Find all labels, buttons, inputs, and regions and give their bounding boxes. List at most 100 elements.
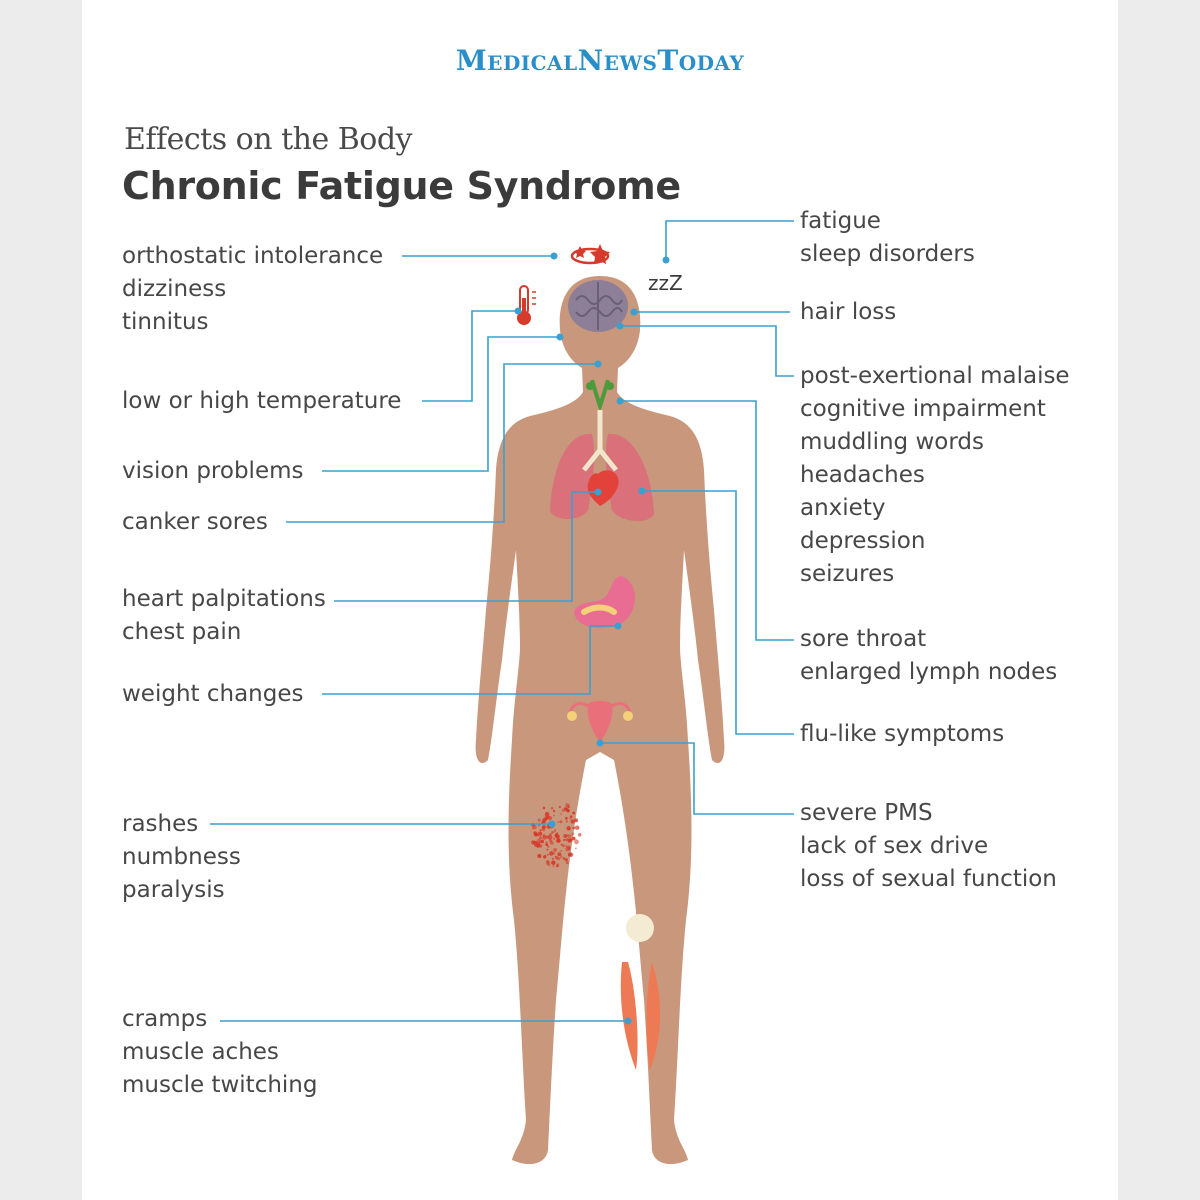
ovary: [567, 711, 577, 721]
rash-dot: [552, 865, 555, 867]
rash-dot: [545, 843, 549, 846]
rash-dot: [546, 848, 549, 851]
label-line: loss of sexual function: [800, 866, 1057, 892]
label-line: vision problems: [122, 458, 304, 484]
throat: [590, 379, 610, 413]
label-flu: flu-like symptoms: [800, 718, 1004, 751]
label-line: tinnitus: [122, 309, 209, 335]
label-weight: weight changes: [122, 678, 303, 711]
rash-dot: [569, 815, 573, 819]
label-vision: vision problems: [122, 455, 303, 488]
endpoint-dot: [662, 256, 670, 264]
rash-dot: [552, 809, 556, 813]
calf-muscle: [646, 962, 661, 1070]
rash-dot: [577, 826, 580, 829]
rash-dot: [569, 817, 572, 820]
label-line: severe PMS: [800, 800, 933, 826]
rash-dot: [541, 825, 547, 830]
rash-dot: [556, 838, 561, 843]
endpoint-dot: [594, 360, 602, 368]
trachea: [582, 410, 618, 472]
label-cramps: cramps muscle aches muscle twitching: [122, 1003, 318, 1102]
leader-line-heart: [334, 491, 598, 602]
rash-dot: [565, 838, 570, 842]
leader-line-pms: [600, 742, 794, 815]
left-lung: [550, 433, 595, 520]
endpoint-dot: [556, 333, 564, 341]
rash-dot: [539, 829, 542, 832]
label-line: orthostatic intolerance: [122, 243, 384, 269]
rash-dot: [537, 854, 542, 858]
rash-dot: [563, 838, 566, 841]
label-line: headaches: [800, 462, 925, 488]
label-line: numbness: [122, 844, 241, 870]
label-rashes: rashes numbness paralysis: [122, 808, 241, 907]
rash-dot: [567, 805, 570, 809]
page-subtitle: Effects on the Body: [124, 122, 413, 157]
rash-dot: [572, 811, 576, 815]
label-line: flu-like symptoms: [800, 721, 1005, 747]
label-line: muscle twitching: [122, 1072, 318, 1098]
rash-dot: [543, 855, 547, 859]
label-line: lack of sex drive: [800, 833, 989, 859]
dizziness-stars-icon: [570, 244, 610, 265]
rash-dot: [556, 864, 559, 868]
label-line: cramps: [122, 1006, 208, 1032]
rash-dot: [546, 860, 550, 864]
rash-dot: [570, 819, 575, 824]
endpoint-dot: [550, 252, 558, 260]
endpoint-dot: [616, 397, 624, 405]
thermometer-icon: [517, 285, 536, 325]
rash-dot: [571, 836, 576, 841]
rash-dot: [537, 818, 541, 822]
label-hair: hair loss: [800, 296, 896, 329]
leader-line-throat: [620, 400, 794, 641]
label-line: low or high temperature: [122, 388, 402, 414]
label-line: fatigue: [800, 208, 881, 234]
rash-dot: [563, 834, 568, 838]
rash-dot: [542, 806, 546, 810]
rash-dot: [539, 836, 542, 840]
rash-dot: [577, 833, 582, 837]
calf-muscle: [620, 962, 638, 1070]
rash-dot: [562, 857, 566, 860]
lymph-node: [586, 382, 594, 390]
label-line: heart palpitations: [122, 586, 326, 612]
endpoint-dot: [514, 307, 522, 315]
sleep-zzz-icon: zzZ: [648, 271, 683, 295]
label-line: muscle aches: [122, 1039, 279, 1065]
label-line: post-exertional malaise: [800, 363, 1070, 389]
leader-lines: [210, 220, 794, 1022]
label-line: canker sores: [122, 509, 268, 535]
rash-dot: [536, 838, 541, 843]
brand-logo: MedicalNewsToday: [455, 44, 745, 77]
leader-line-fatigue: [665, 220, 794, 260]
label-pms: severe PMS lack of sex drive loss of sex…: [800, 797, 1057, 896]
stomach: [574, 576, 635, 628]
label-orthostatic: orthostatic intolerance dizziness tinnit…: [122, 240, 383, 339]
label-throat: sore throat enlarged lymph nodes: [800, 623, 1057, 689]
label-line: anxiety: [800, 495, 886, 521]
rash-dot: [552, 857, 554, 860]
rash-dot: [537, 831, 543, 836]
rash-dot: [574, 839, 579, 845]
brain-folds: [575, 282, 623, 330]
rash-dot: [566, 826, 571, 831]
endpoint-dot: [594, 488, 602, 496]
rash-dot: [564, 858, 568, 862]
heart: [587, 470, 619, 506]
rash-dot: [553, 814, 555, 817]
rash-dot: [555, 832, 559, 835]
rash-dot: [547, 834, 553, 840]
rash-dot: [560, 843, 563, 846]
label-line: sore throat: [800, 626, 927, 652]
endpoint-dot: [548, 820, 556, 828]
rash-dot: [554, 855, 557, 858]
label-line: paralysis: [122, 877, 225, 903]
rash-dot: [533, 831, 537, 835]
rash-dot: [557, 852, 562, 857]
rash-dot: [550, 807, 554, 810]
label-line: hair loss: [800, 299, 897, 325]
leader-line-flu: [642, 490, 794, 735]
